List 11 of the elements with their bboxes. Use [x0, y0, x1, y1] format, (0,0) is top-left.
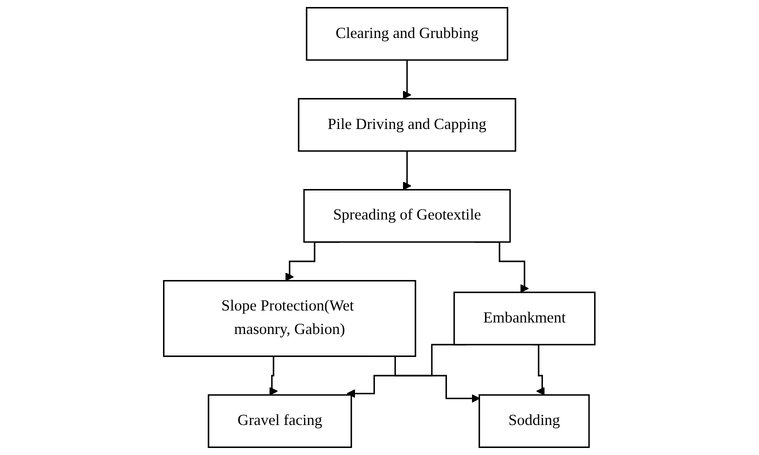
node-box: Spreading of Geotextile [304, 189, 511, 243]
arrow [403, 59, 412, 100]
node-box: Sodding [478, 394, 590, 448]
node-box: Clearing and Grubbing [306, 7, 508, 61]
arrow [270, 356, 278, 396]
node-box: Pile Driving and Capping [298, 98, 516, 152]
node-box: Gravel facing [208, 394, 352, 448]
arrow [403, 150, 412, 190]
node-box: Slope Protection(Wet masonry, Gabion) [163, 280, 416, 357]
arrow [534, 344, 545, 396]
node-box: Embankment [454, 292, 596, 346]
